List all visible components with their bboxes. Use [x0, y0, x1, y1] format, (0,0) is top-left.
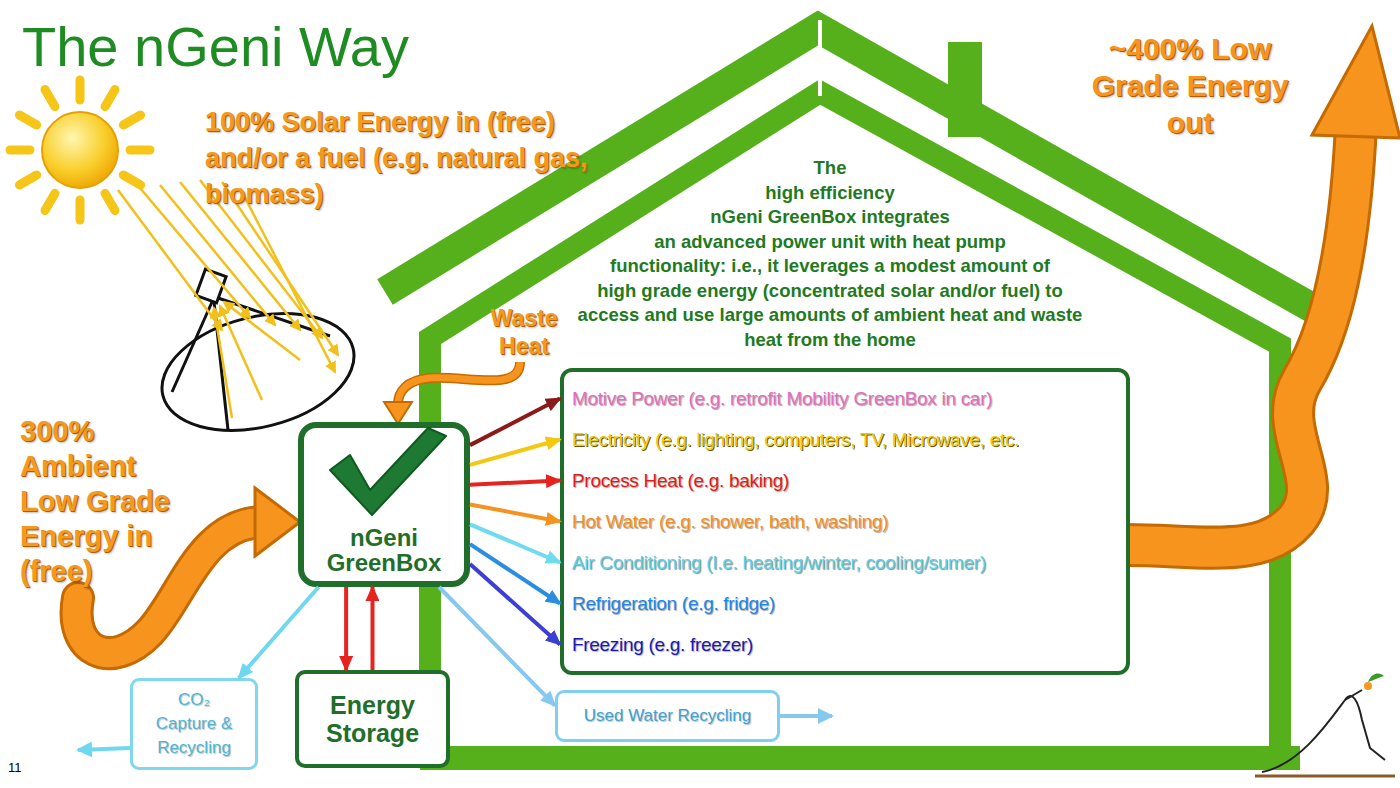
label-frame: ~400% Low Grade Energy out — [1072, 30, 1308, 141]
storage-box: Energy Storage — [295, 670, 450, 768]
waste-heat-label: Waste Heat — [478, 304, 570, 360]
output-arrow — [78, 748, 130, 750]
flow-arrow — [470, 564, 560, 645]
output-item: Refrigeration (e.g. fridge) — [572, 592, 1122, 616]
flow-arrow — [239, 587, 319, 678]
node-label: Used Water Recycling — [566, 705, 769, 727]
flow-arrow — [370, 587, 374, 670]
output-list-box: Motive Power (e.g. retrofit Mobility Gre… — [560, 368, 1130, 675]
flow-arrow — [470, 505, 560, 522]
output-item: Air Conditioning (I.e. heating/winter, c… — [572, 551, 1122, 575]
sun-symbol — [10, 80, 150, 220]
energy-output-arrow — [1126, 26, 1400, 548]
node-label: nGeni GreenBox — [308, 525, 460, 575]
flow-arrow — [470, 440, 560, 465]
check-mark — [330, 428, 446, 515]
output-item: Electricity (e.g. lighting, computers, T… — [572, 428, 1122, 452]
label-frame: 100% Solar Energy in (free) and/or a fue… — [205, 104, 597, 212]
flow-arrow — [344, 587, 348, 670]
diagram-title: The nGeni Way — [22, 14, 409, 80]
output-item: Hot Water (e.g. shower, bath, washing) — [572, 510, 1122, 534]
node-label: Energy Storage — [305, 691, 440, 747]
waste-heat-arrow — [384, 362, 520, 424]
label-frame: 300% Ambient Low Grade Energy in (free) — [20, 414, 200, 589]
description-text: The high efficiency nGeni GreenBox integ… — [550, 156, 1110, 352]
energy-input-label: 100% Solar Energy in (free) and/or a fue… — [205, 104, 597, 212]
sun-rays — [118, 180, 338, 418]
output-item: Motive Power (e.g. retrofit Mobility Gre… — [572, 387, 1122, 411]
flow-arrow — [470, 399, 560, 446]
flow-arrow — [470, 544, 560, 603]
water-recycling-box: Used Water Recycling — [555, 690, 780, 742]
energy-input-label: 300% Ambient Low Grade Energy in (free) — [20, 414, 200, 589]
label-frame: Waste Heat — [478, 304, 570, 360]
co2-box: CO₂ Capture & Recycling — [130, 678, 258, 770]
output-arrow — [780, 714, 832, 718]
page-number: 11 — [8, 760, 48, 776]
energy-output-label: ~400% Low Grade Energy out — [1072, 30, 1308, 141]
flow-arrow — [439, 587, 555, 706]
label-frame: 11 — [8, 760, 48, 776]
output-item: Freezing (e.g. freezer) — [572, 633, 1122, 657]
label-frame: The high efficiency nGeni GreenBox integ… — [550, 156, 1110, 376]
output-item: Process Heat (e.g. baking) — [572, 469, 1122, 493]
greenbox-unit: nGeni GreenBox — [298, 422, 470, 587]
logo-symbol — [1255, 674, 1395, 776]
node-label: CO₂ Capture & Recycling — [149, 688, 239, 760]
flow-arrow — [470, 481, 560, 485]
flow-arrow — [470, 524, 560, 562]
